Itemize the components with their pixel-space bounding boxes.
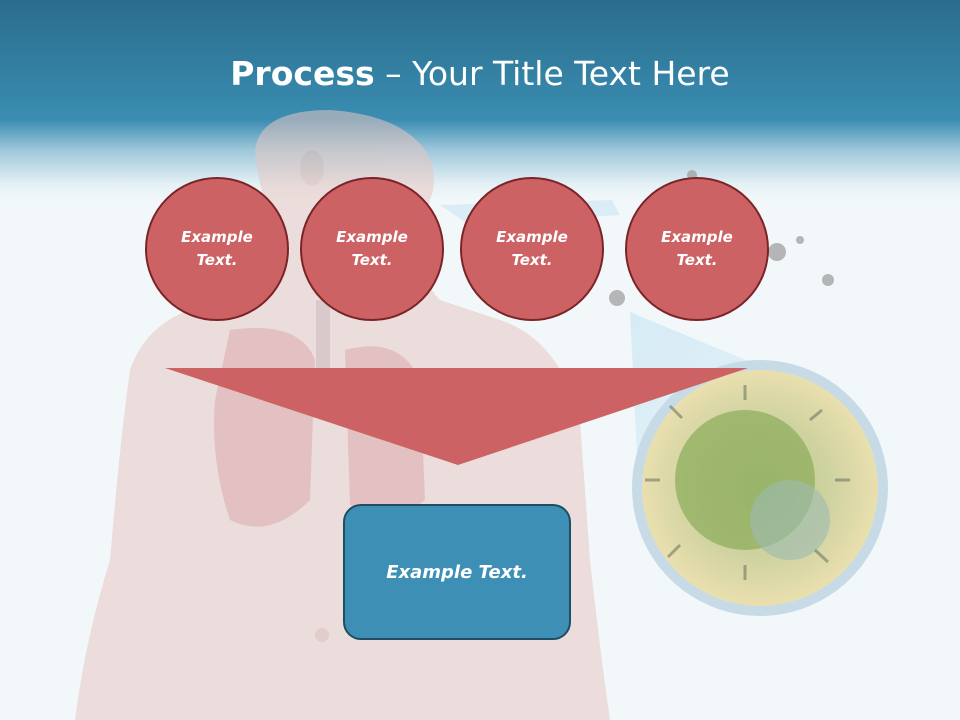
process-step-circle-3[interactable]: Example Text. [460, 177, 604, 321]
title-strong: Process [230, 54, 375, 93]
virus-magnified [632, 360, 888, 616]
result-box-label: Example Text. [386, 561, 528, 583]
header-band [0, 0, 960, 200]
process-step-label: Example Text. [336, 228, 408, 269]
process-step-label: Example Text. [496, 228, 568, 269]
process-step-label: Example Text. [661, 228, 733, 269]
process-step-label: Example Text. [181, 228, 253, 269]
process-step-circle-2[interactable]: Example Text. [300, 177, 444, 321]
result-box[interactable]: Example Text. [343, 504, 571, 640]
title-rest: – Your Title Text Here [374, 54, 730, 93]
slide-title: Process – Your Title Text Here [0, 52, 960, 96]
process-step-circle-4[interactable]: Example Text. [625, 177, 769, 321]
process-step-circle-1[interactable]: Example Text. [145, 177, 289, 321]
